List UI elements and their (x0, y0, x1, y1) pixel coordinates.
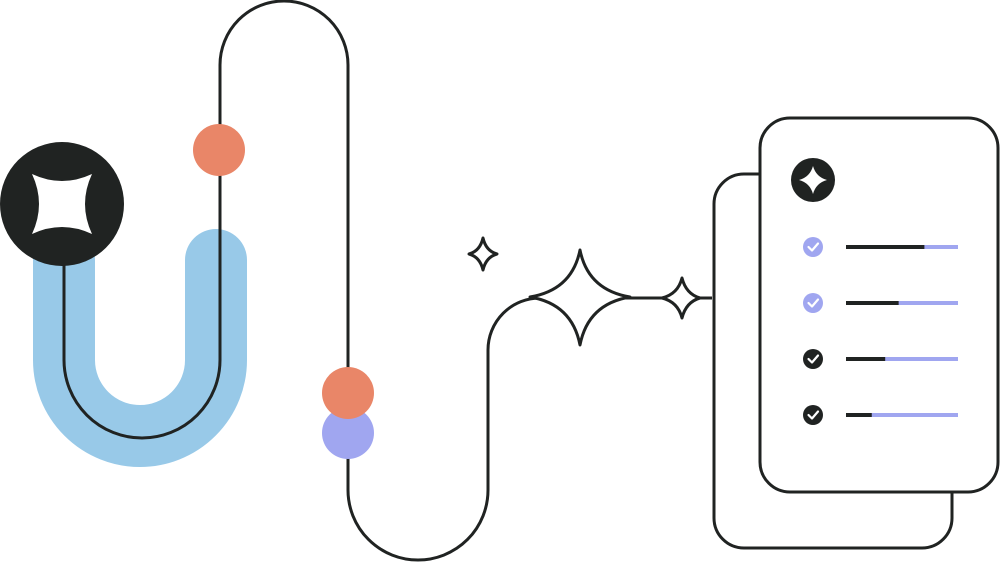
sparkle-icon (32, 174, 92, 234)
check-icon (803, 349, 823, 369)
sparkle-badge (0, 142, 124, 266)
checklist-item (803, 405, 958, 425)
check-icon (803, 293, 823, 313)
blue-u-band (33, 229, 247, 467)
small-sparkle-icon (467, 236, 499, 272)
coral-dot-bottom (322, 367, 374, 419)
card-header-badge (791, 158, 835, 202)
lavender-dot (322, 407, 374, 459)
checklist-item (803, 237, 958, 257)
check-mark (807, 242, 820, 252)
check-mark (807, 298, 820, 308)
checklist-item (803, 293, 958, 313)
checklist-item (803, 349, 958, 369)
coral-dot-top (193, 124, 245, 176)
check-mark (807, 354, 820, 364)
check-mark (807, 410, 820, 420)
large-sparkle-icon (528, 248, 632, 347)
connector-line (62, 0, 712, 562)
check-icon (803, 237, 823, 257)
sparkle-icon (799, 166, 827, 194)
check-icon (803, 405, 823, 425)
medium-sparkle-icon (660, 276, 702, 320)
checklist (803, 237, 958, 425)
